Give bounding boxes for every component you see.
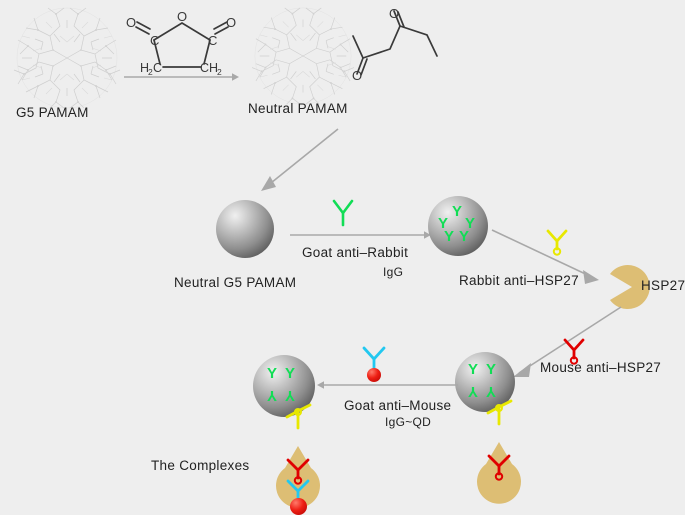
rabbit-anti-hsp27-antibody-icon	[544, 228, 570, 256]
goat-anti-rabbit-label: Goat anti–Rabbit	[302, 245, 409, 260]
arrow-neutral-pamam-to-sphere	[250, 125, 345, 200]
antibody-y-icon: Y	[444, 228, 455, 245]
reaction-arrow-3	[312, 378, 460, 392]
svg-text:H: H	[140, 61, 149, 75]
antibody-y-icon: Y	[468, 383, 479, 400]
svg-text:2: 2	[148, 67, 153, 77]
neutral-g5-pamam-label: Neutral G5 PAMAM	[174, 275, 297, 290]
goat-anti-rabbit-igg-antibody-icon	[330, 198, 356, 228]
antibody-y-icon: Y	[267, 387, 278, 404]
g5-pamam-dendrimer-icon	[8, 6, 126, 110]
right-carbon-label: C	[208, 33, 217, 48]
hsp27-label: HSP27	[641, 278, 685, 293]
reaction-arrow-1	[122, 70, 240, 84]
arrow-hsp27-to-mouse-complex	[505, 305, 625, 383]
mouse-anti-hsp27-antibody-icon	[286, 458, 310, 485]
bound-yellow-antibody-icon	[486, 399, 513, 426]
left-carbon-label: C	[150, 33, 159, 48]
left-carbonyl-oxygen-label: O	[126, 15, 136, 30]
diketone-product-structure: O O	[345, 6, 455, 83]
mouse-anti-hsp27-complex: Y Y Y Y	[455, 352, 535, 504]
goat-anti-mouse-igg-qd-icon	[360, 345, 388, 385]
antibody-y-icon: Y	[468, 361, 479, 378]
svg-text:CH: CH	[200, 61, 218, 75]
the-complexes-assembly: Y Y Y Y	[253, 355, 339, 515]
antibody-y-icon: Y	[486, 361, 497, 378]
neutral-g5-pamam-sphere	[216, 200, 274, 258]
rabbit-anti-hsp27-label: Rabbit anti–HSP27	[459, 273, 579, 288]
diketone-oxygen-top-label: O	[389, 6, 399, 21]
svg-text:C: C	[153, 61, 162, 75]
antibody-y-icon: Y	[285, 365, 296, 382]
diketone-oxygen-bottom-label: O	[352, 68, 362, 83]
goat-anti-rabbit-igg-label: IgG	[383, 265, 404, 279]
rabbit-anti-hsp27-assembly: Y Y Y Y Y	[428, 196, 490, 258]
ring-oxygen-label: O	[177, 9, 187, 24]
antibody-y-icon: Y	[486, 383, 497, 400]
antibody-y-icon: Y	[452, 203, 463, 220]
antibody-y-icon: Y	[267, 365, 278, 382]
antibody-y-icon: Y	[438, 215, 449, 232]
svg-text:2: 2	[217, 67, 222, 77]
antibody-y-icon: Y	[465, 215, 476, 232]
hsp27-antigen-icon	[610, 265, 654, 309]
mouse-anti-hsp27-antibody-icon	[487, 454, 511, 481]
bound-yellow-antibody-icon	[285, 403, 312, 430]
mouse-anti-hsp27-label: Mouse anti–HSP27	[540, 360, 662, 375]
mouse-anti-hsp27-antibody-icon	[561, 337, 587, 365]
reaction-arrow-2	[288, 228, 432, 242]
goat-anti-mouse-igg-qd-label: IgG~QD	[385, 415, 432, 429]
right-carbonyl-oxygen-label: O	[226, 15, 236, 30]
goat-anti-mouse-label: Goat anti–Mouse	[344, 398, 452, 413]
arrow-to-hsp27	[490, 228, 605, 288]
antibody-y-icon: Y	[459, 228, 470, 245]
antibody-y-icon: Y	[285, 387, 296, 404]
neutral-pamam-label: Neutral PAMAM	[248, 101, 348, 116]
quantum-dot-icon	[290, 498, 307, 515]
quantum-dot-icon	[367, 368, 381, 382]
neutral-pamam-dendrimer-icon	[246, 6, 360, 106]
g5-pamam-label: G5 PAMAM	[16, 105, 89, 120]
the-complexes-label: The Complexes	[151, 458, 250, 473]
